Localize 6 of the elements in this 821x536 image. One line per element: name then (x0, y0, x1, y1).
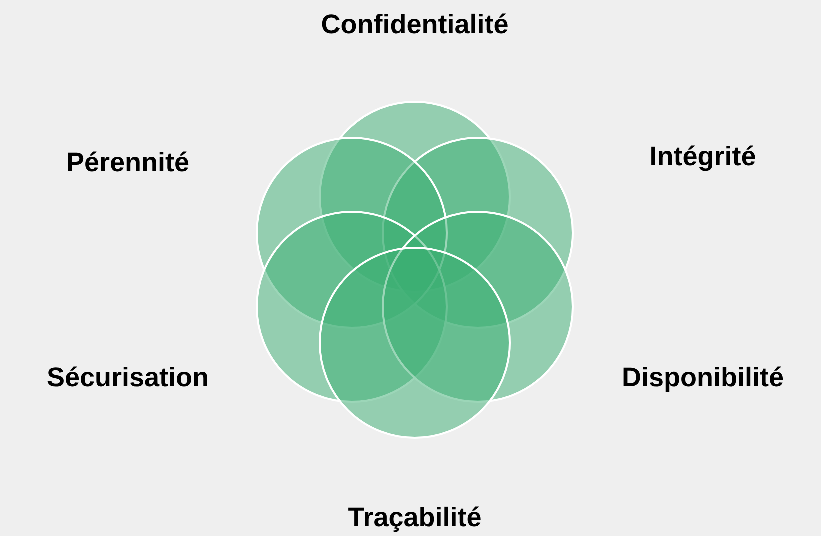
circle-label: Pérennité (66, 148, 190, 178)
circle-label: Intégrité (650, 142, 756, 172)
circle-label: Confidentialité (321, 10, 509, 40)
circle-label: Traçabilité (348, 502, 482, 534)
circle-label: Disponibilité (622, 362, 784, 394)
circle-label: Sécurisation (46, 362, 210, 394)
